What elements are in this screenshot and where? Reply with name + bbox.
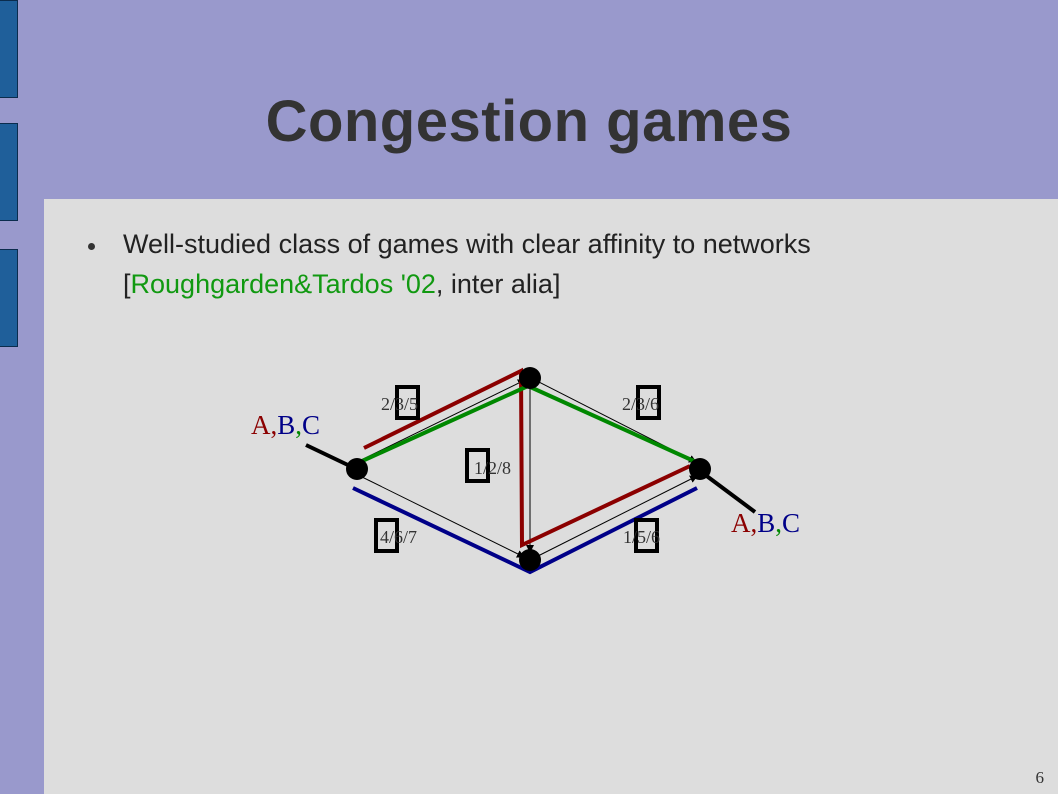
edge-box-middle: [465, 448, 490, 483]
source-arrow: [305, 443, 351, 468]
sink-players-label: A,B,C: [731, 508, 800, 538]
separator: ,: [271, 410, 278, 440]
bullet-dot: [88, 243, 95, 250]
edge-box-top-right: [636, 385, 661, 420]
source-players-label: A,B,C: [251, 410, 320, 440]
edge-bottom-left: [359, 475, 525, 558]
separator: ,: [295, 410, 302, 440]
sink-arrow: [702, 472, 757, 514]
citation: Roughgarden&Tardos '02: [130, 269, 436, 299]
player-b-label: B: [277, 410, 295, 440]
bullet-text-after: , inter alia]: [435, 269, 561, 299]
edge-box-bottom-right: [634, 518, 659, 553]
player-b-label: B: [757, 508, 775, 538]
path-player-c: [352, 486, 698, 575]
node-source: [346, 458, 368, 480]
edge-label-top-left: 2/3/5: [381, 394, 418, 414]
edge-box-top-left: [395, 385, 420, 420]
path-player-a: [363, 367, 691, 549]
edge-bottom-right: [535, 475, 698, 558]
edge-top-left: [356, 379, 526, 463]
edge-label-top-right: 2/3/6: [622, 394, 659, 414]
separator: ,: [775, 508, 782, 538]
edge-label-bottom-right: 1/5/6: [623, 527, 660, 547]
bullet-text-before: Well-studied class of games with clear a…: [123, 229, 811, 299]
node-sink: [689, 458, 711, 480]
node-bottom: [519, 549, 541, 571]
edge-box-bottom-left: [374, 518, 399, 553]
side-tab-1: [0, 0, 18, 98]
slide-title: Congestion games: [265, 89, 793, 154]
page-number: 6: [1035, 768, 1045, 787]
content-panel: [44, 199, 1058, 794]
edge-label-middle: 1/2/8: [474, 458, 511, 478]
player-a-label: A: [251, 410, 271, 440]
bullet-text: Well-studied class of games with clear a…: [123, 224, 1023, 304]
player-c-label: C: [782, 508, 800, 538]
side-tab-3: [0, 249, 18, 347]
side-tab-2: [0, 123, 18, 221]
player-a-label: A: [731, 508, 751, 538]
node-top: [519, 367, 541, 389]
edge-label-bottom-left: 4/6/7: [380, 527, 417, 547]
player-c-label: C: [302, 410, 320, 440]
separator: ,: [751, 508, 758, 538]
